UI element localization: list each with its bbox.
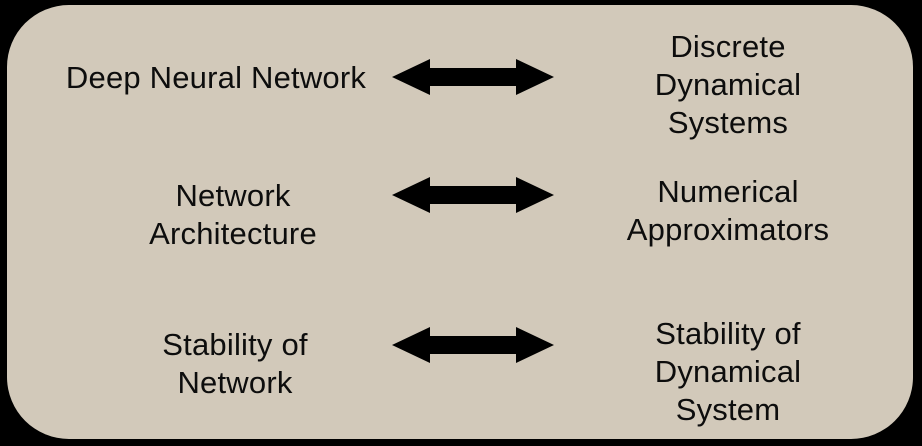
double-arrow-icon [392,59,554,95]
left-term-network-architecture: Network Architecture [149,178,317,251]
right-term-numerical-approximators: Numerical Approximators [626,174,830,247]
left-term-deep-neural-network: Deep Neural Network [65,60,367,95]
double-arrow-icon [392,327,554,363]
double-arrow-icon [392,177,554,213]
right-term-discrete-dynamical-systems: Discrete Dynamical Systems [654,29,802,140]
left-term-stability-of-network: Stability of Network [162,327,308,400]
right-term-stability-of-dynamical-system: Stability of Dynamical System [654,316,802,427]
correspondence-panel: Deep Neural Network Discrete Dynamical S… [7,5,913,439]
